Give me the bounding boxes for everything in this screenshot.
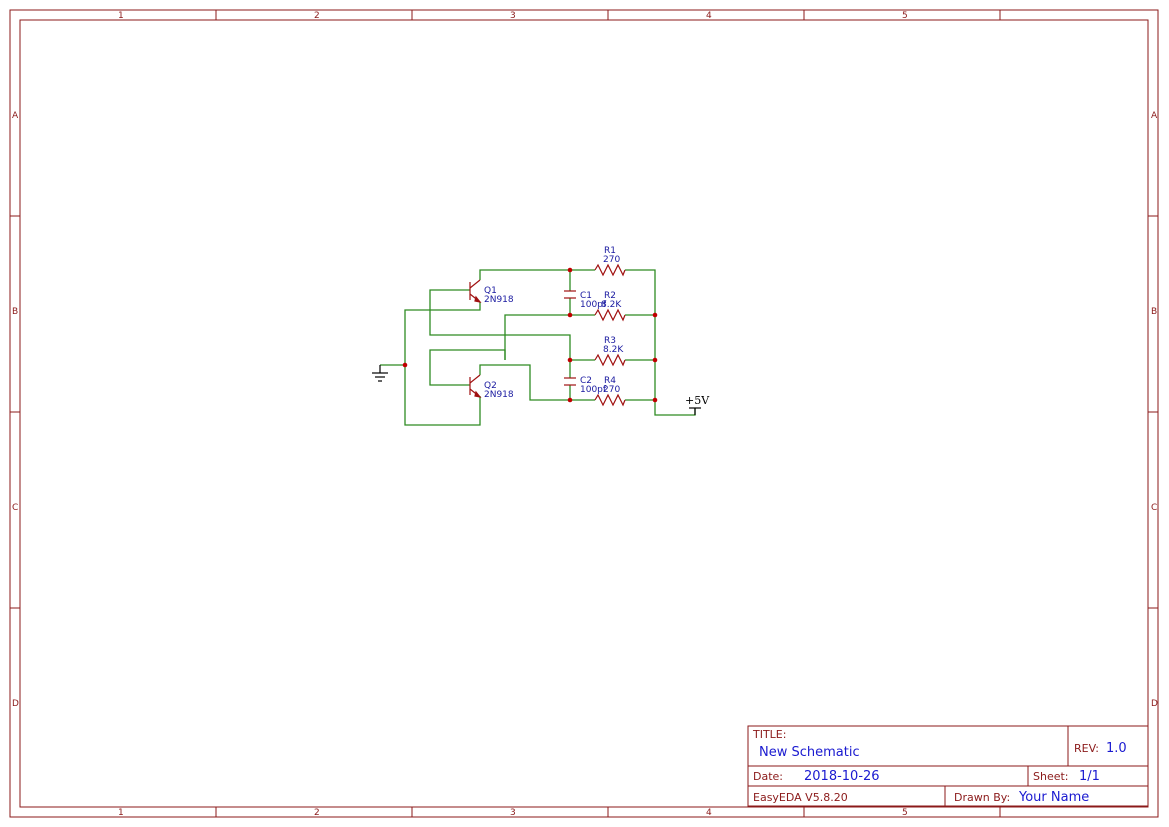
title-value: New Schematic (759, 745, 860, 760)
zone-row-d-left: D (12, 699, 19, 709)
r1-value: 270 (603, 255, 620, 265)
q1-designator: Q1 (484, 286, 497, 296)
rev-label: REV: (1074, 742, 1099, 755)
r1-designator: R1 (604, 246, 616, 256)
software-label: EasyEDA V5.8.20 (753, 791, 848, 804)
date-value: 2018-10-26 (804, 769, 880, 784)
r4-value: 270 (603, 385, 620, 395)
ground-symbol[interactable] (372, 365, 388, 382)
title-block (747, 725, 1149, 807)
resistor-r3[interactable] (594, 353, 626, 367)
zone-row-a-left: A (12, 111, 19, 121)
zone-col-4-top: 4 (706, 11, 712, 21)
zone-col-1-bottom: 1 (118, 808, 124, 818)
resistor-r2[interactable] (594, 308, 626, 322)
zone-col-4-bottom: 4 (706, 808, 712, 818)
outer-border (9, 9, 1159, 818)
c1-designator: C1 (580, 291, 592, 301)
sheet-label: Sheet: (1033, 770, 1069, 783)
zone-col-2-bottom: 2 (314, 808, 320, 818)
power-symbol[interactable] (689, 407, 701, 415)
c1-value: 100pf (580, 300, 607, 310)
r2-value: 8.2K (601, 300, 622, 310)
zone-row-d-right: D (1151, 699, 1158, 709)
zone-col-3-top: 3 (510, 11, 516, 21)
q1-value: 2N918 (484, 295, 514, 305)
date-label: Date: (753, 770, 783, 783)
drawn-by-label: Drawn By: (954, 791, 1010, 804)
resistor-r1[interactable] (594, 263, 626, 277)
r3-value: 8.2K (603, 345, 624, 355)
transistor-q1[interactable] (469, 279, 482, 303)
zone-row-c-left: C (12, 503, 18, 513)
zone-col-5-bottom: 5 (902, 808, 908, 818)
junctions (402, 267, 658, 403)
c2-value: 100pf (580, 385, 607, 395)
q2-designator: Q2 (484, 381, 497, 391)
zone-row-c-right: C (1151, 503, 1157, 513)
capacitor-c2[interactable] (564, 377, 576, 386)
resistor-r4[interactable] (594, 393, 626, 407)
zone-row-a-right: A (1151, 111, 1158, 121)
transistor-q2[interactable] (469, 374, 482, 398)
q2-value: 2N918 (484, 390, 514, 400)
rev-value: 1.0 (1106, 741, 1127, 756)
zone-col-1-top: 1 (118, 11, 124, 21)
sheet-value: 1/1 (1079, 769, 1100, 784)
capacitor-c1[interactable] (564, 290, 576, 299)
wires (380, 269, 696, 426)
inner-border (19, 19, 1149, 808)
zone-dividers (10, 10, 1158, 817)
r4-designator: R4 (604, 376, 616, 386)
r2-designator: R2 (604, 291, 616, 301)
zone-col-3-bottom: 3 (510, 808, 516, 818)
c2-designator: C2 (580, 376, 592, 386)
zone-row-b-left: B (12, 307, 18, 317)
drawn-by-value: Your Name (1018, 790, 1089, 805)
zone-col-2-top: 2 (314, 11, 320, 21)
zone-row-b-right: B (1151, 307, 1157, 317)
zone-col-5-top: 5 (902, 11, 908, 21)
r3-designator: R3 (604, 336, 616, 346)
title-label: TITLE: (752, 728, 786, 741)
power-label: +5V (685, 394, 710, 407)
